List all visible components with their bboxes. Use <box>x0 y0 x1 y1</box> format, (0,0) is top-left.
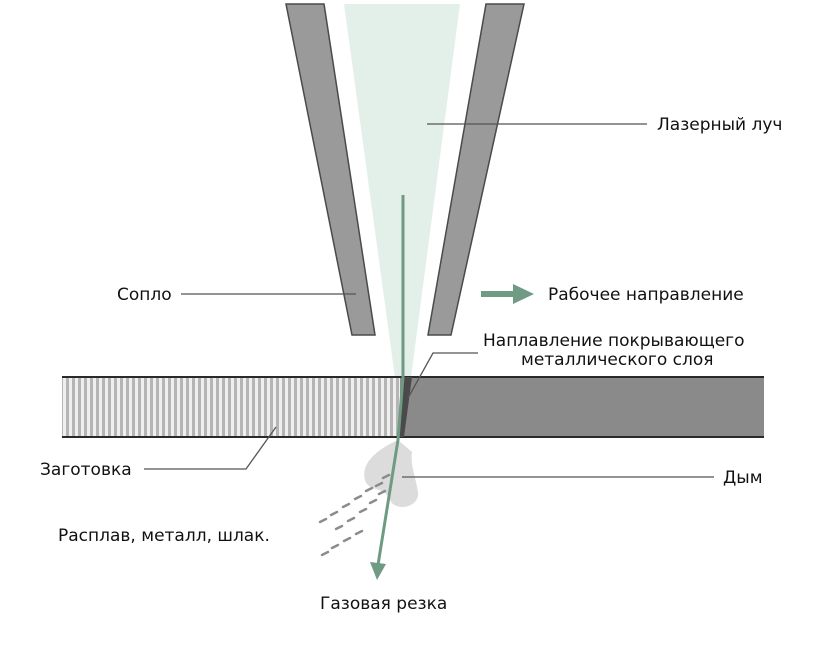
label-melt: Расплав, металл, шлак. <box>58 526 270 546</box>
particle <box>334 524 344 531</box>
label-coating-line2: металлического слоя <box>521 350 713 370</box>
particle <box>329 510 339 517</box>
label-coating-line1: Наплавление покрывающего <box>483 331 745 351</box>
particle <box>342 536 352 543</box>
particle <box>374 481 384 488</box>
particle <box>320 550 330 557</box>
workpiece-solid-section <box>400 377 764 437</box>
leader-workpiece <box>144 426 277 470</box>
molten-particles <box>318 473 391 557</box>
particle <box>377 489 387 496</box>
workpiece-striped-section <box>62 377 400 437</box>
label-gas-cutting: Газовая резка <box>320 594 447 614</box>
gas-flow-arrowhead <box>370 562 386 580</box>
particle <box>346 516 356 523</box>
particle <box>353 494 363 501</box>
particle <box>341 502 351 509</box>
work-direction-arrowhead <box>513 284 534 304</box>
gas-flow-arrow <box>376 195 405 566</box>
label-work-direction: Рабочее направление <box>548 285 744 305</box>
laser-beam-cone <box>344 4 460 385</box>
particle <box>330 543 340 550</box>
particle <box>381 473 391 480</box>
label-smoke: Дым <box>723 468 763 488</box>
nozzle-right-wall <box>427 3 525 336</box>
particle <box>358 507 368 514</box>
particle <box>354 529 364 536</box>
particle <box>318 517 328 524</box>
label-nozzle: Сопло <box>117 285 172 305</box>
label-workpiece: Заготовка <box>40 460 132 480</box>
particle <box>368 498 378 505</box>
particle <box>364 486 374 493</box>
nozzle-left-wall <box>285 3 376 336</box>
label-laser-beam: Лазерный луч <box>657 115 782 135</box>
leader-coating <box>407 352 478 399</box>
